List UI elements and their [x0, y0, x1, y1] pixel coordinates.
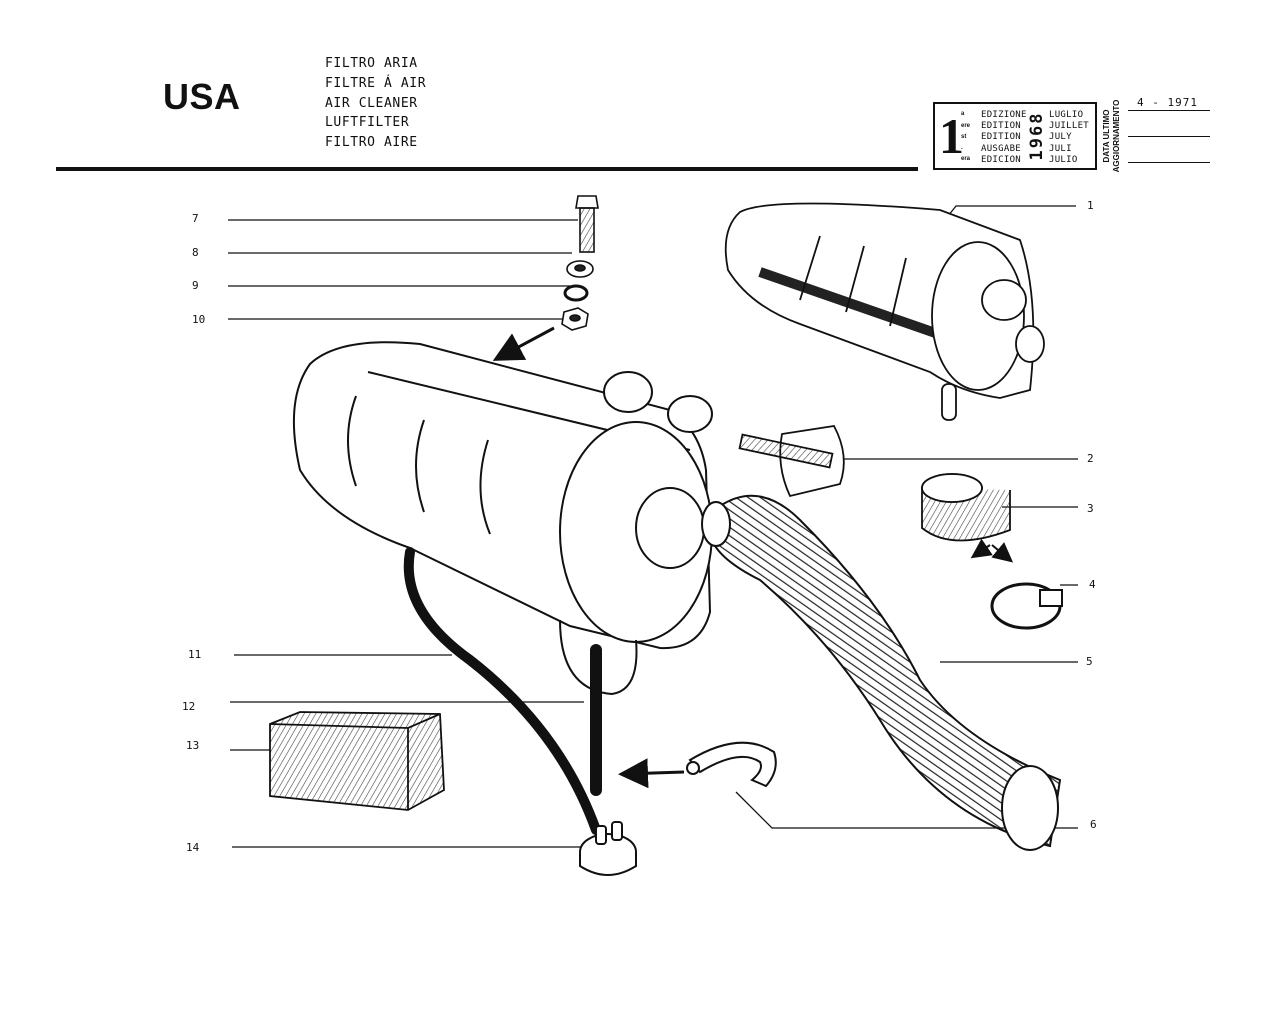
header-divider — [56, 167, 918, 171]
title-spanish: FILTRO AIRE — [325, 135, 418, 151]
callout-12: 12 — [182, 700, 196, 713]
nut-icon — [561, 307, 589, 331]
edition-suffix: . — [961, 145, 963, 151]
callout-8: 8 — [192, 246, 199, 259]
hose-clamp-icon — [686, 741, 777, 788]
edition-month: JULI — [1049, 143, 1072, 154]
edition-month: JULIO — [1049, 154, 1078, 165]
edition-suffix: st — [961, 134, 967, 140]
leader-lines — [228, 205, 1078, 848]
air-cleaner-body-icon — [292, 341, 713, 696]
edition-suffix: era — [961, 156, 971, 162]
filter-element-icon — [269, 711, 445, 811]
edition-label: EDITION — [981, 132, 1022, 143]
callout-11: 11 — [188, 648, 202, 661]
arrow — [970, 538, 993, 559]
edition-month: JUILLET — [1049, 121, 1090, 132]
edition-label: EDICION — [981, 154, 1022, 165]
bolt-icon — [575, 195, 599, 253]
hose-clamp-icon — [990, 582, 1063, 630]
callout-5: 5 — [1086, 655, 1093, 668]
arrow — [991, 542, 1014, 563]
callout-2: 2 — [1087, 452, 1094, 465]
assembly-arrows — [492, 326, 1014, 789]
update-line — [1128, 162, 1210, 163]
arrow — [618, 758, 685, 789]
title-french: FILTRE Á AIR — [325, 75, 427, 91]
update-date: 4 - 1971 — [1137, 96, 1198, 109]
title-italian: FILTRO ARIA — [325, 56, 418, 71]
lock-washer-icon — [563, 284, 589, 302]
update-line — [1128, 136, 1210, 137]
flexible-intake-hose-icon — [701, 494, 1062, 851]
leader-line — [735, 791, 1078, 829]
rubber-sleeve-icon — [921, 473, 1011, 542]
update-line — [1128, 110, 1210, 111]
rubber-sleeve-icon — [738, 425, 845, 498]
title-german: LUFTFILTER — [325, 115, 410, 131]
callout-3: 3 — [1087, 502, 1094, 515]
edition-label: EDIZIONE — [981, 110, 1027, 120]
callout-1: 1 — [1087, 199, 1094, 212]
drain-valve-icon — [579, 821, 637, 876]
arrow — [492, 326, 555, 361]
region-label: USA — [163, 76, 241, 117]
title-english: AIR CLEANER — [325, 95, 418, 111]
edition-month: LUGLIO — [1049, 110, 1084, 120]
callout-6: 6 — [1090, 818, 1097, 831]
air-cleaner-assembly-icon — [724, 202, 1045, 421]
edition-number: 1 — [939, 108, 964, 164]
callout-7: 7 — [192, 212, 199, 225]
callout-10: 10 — [192, 313, 206, 326]
callout-9: 9 — [192, 279, 199, 292]
edition-month: JULY — [1049, 132, 1072, 143]
edition-months: LUGLIO JUILLET JULY JULI JULIO — [1049, 110, 1089, 166]
drain-tube-icon — [403, 547, 602, 835]
edition-suffix: a — [961, 111, 965, 117]
washer-icon — [566, 260, 594, 278]
callout-14: 14 — [186, 841, 200, 854]
edition-box: 1 a ere st . era EDIZIONE EDITION EDITIO… — [933, 102, 1097, 170]
edition-label: AUSGABE — [981, 143, 1022, 154]
part-title-group: FILTRO ARIA FILTRE Á AIR AIR CLEANER LUF… — [325, 54, 426, 153]
edition-label: EDITION — [981, 121, 1022, 132]
callout-13: 13 — [186, 739, 200, 752]
edition-suffix: ere — [961, 123, 971, 129]
callout-4: 4 — [1089, 578, 1096, 591]
edition-labels: EDIZIONE EDITION EDITION AUSGABE EDICION — [981, 110, 1027, 166]
